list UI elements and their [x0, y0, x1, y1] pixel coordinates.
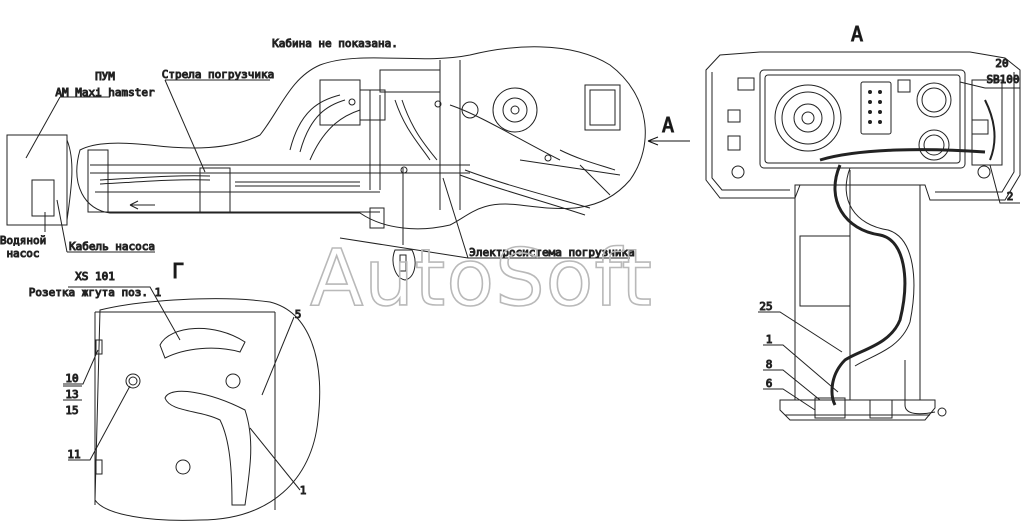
callout-6: 6 — [766, 377, 773, 390]
water-pump-box — [31, 179, 55, 217]
callout-15: 15 — [65, 404, 78, 417]
callout-11: 11 — [67, 448, 80, 461]
callout-2: 2 — [1007, 190, 1014, 203]
callout-8: 8 — [766, 358, 773, 371]
dashboard-housing — [705, 51, 1021, 201]
callout-20: 20 — [995, 57, 1008, 70]
view-a — [705, 51, 1021, 421]
side-view-outline — [76, 46, 646, 230]
callout-1-a: 1 — [766, 333, 773, 346]
label-pump-cable: Кабель насоса — [69, 240, 155, 253]
label-pum: ПУМ — [95, 70, 115, 83]
view-g-outline — [94, 298, 321, 521]
label-pum-model: AM Maxi hamster — [55, 86, 155, 99]
label-xs101: XS 101 — [75, 270, 115, 283]
label-water-pump-1: Водяной — [0, 234, 46, 247]
callout-13: 13 — [65, 388, 78, 401]
view-a-marker: А — [662, 113, 674, 137]
callout-25: 25 — [759, 300, 772, 313]
view-g — [63, 286, 321, 521]
label-water-pump-2: насос — [6, 247, 39, 260]
label-boom: Стрела погрузчика — [162, 68, 275, 81]
note-cabin-not-shown: Кабина не показана. — [272, 37, 398, 50]
pum-box — [6, 134, 68, 226]
leader-xs101 — [68, 286, 181, 341]
leader-pump-cable — [56, 199, 155, 253]
label-socket: Розетка жгута поз. 1 — [29, 286, 161, 299]
view-a-arrow — [647, 136, 690, 146]
callout-1-g: 1 — [300, 484, 307, 497]
label-electrics: Электросистема погрузчика — [469, 246, 635, 259]
callout-10: 10 — [65, 372, 78, 385]
callout-5: 5 — [295, 308, 302, 321]
leader-pum — [25, 96, 110, 159]
view-a-title: А — [851, 22, 863, 46]
callout-sb100: SB100 — [986, 73, 1019, 86]
leader-boom — [164, 79, 270, 173]
leader-electrics — [339, 177, 630, 259]
side-view — [6, 46, 690, 281]
view-g-title: Г — [172, 259, 184, 283]
watermark: AutoSoft — [310, 234, 653, 324]
